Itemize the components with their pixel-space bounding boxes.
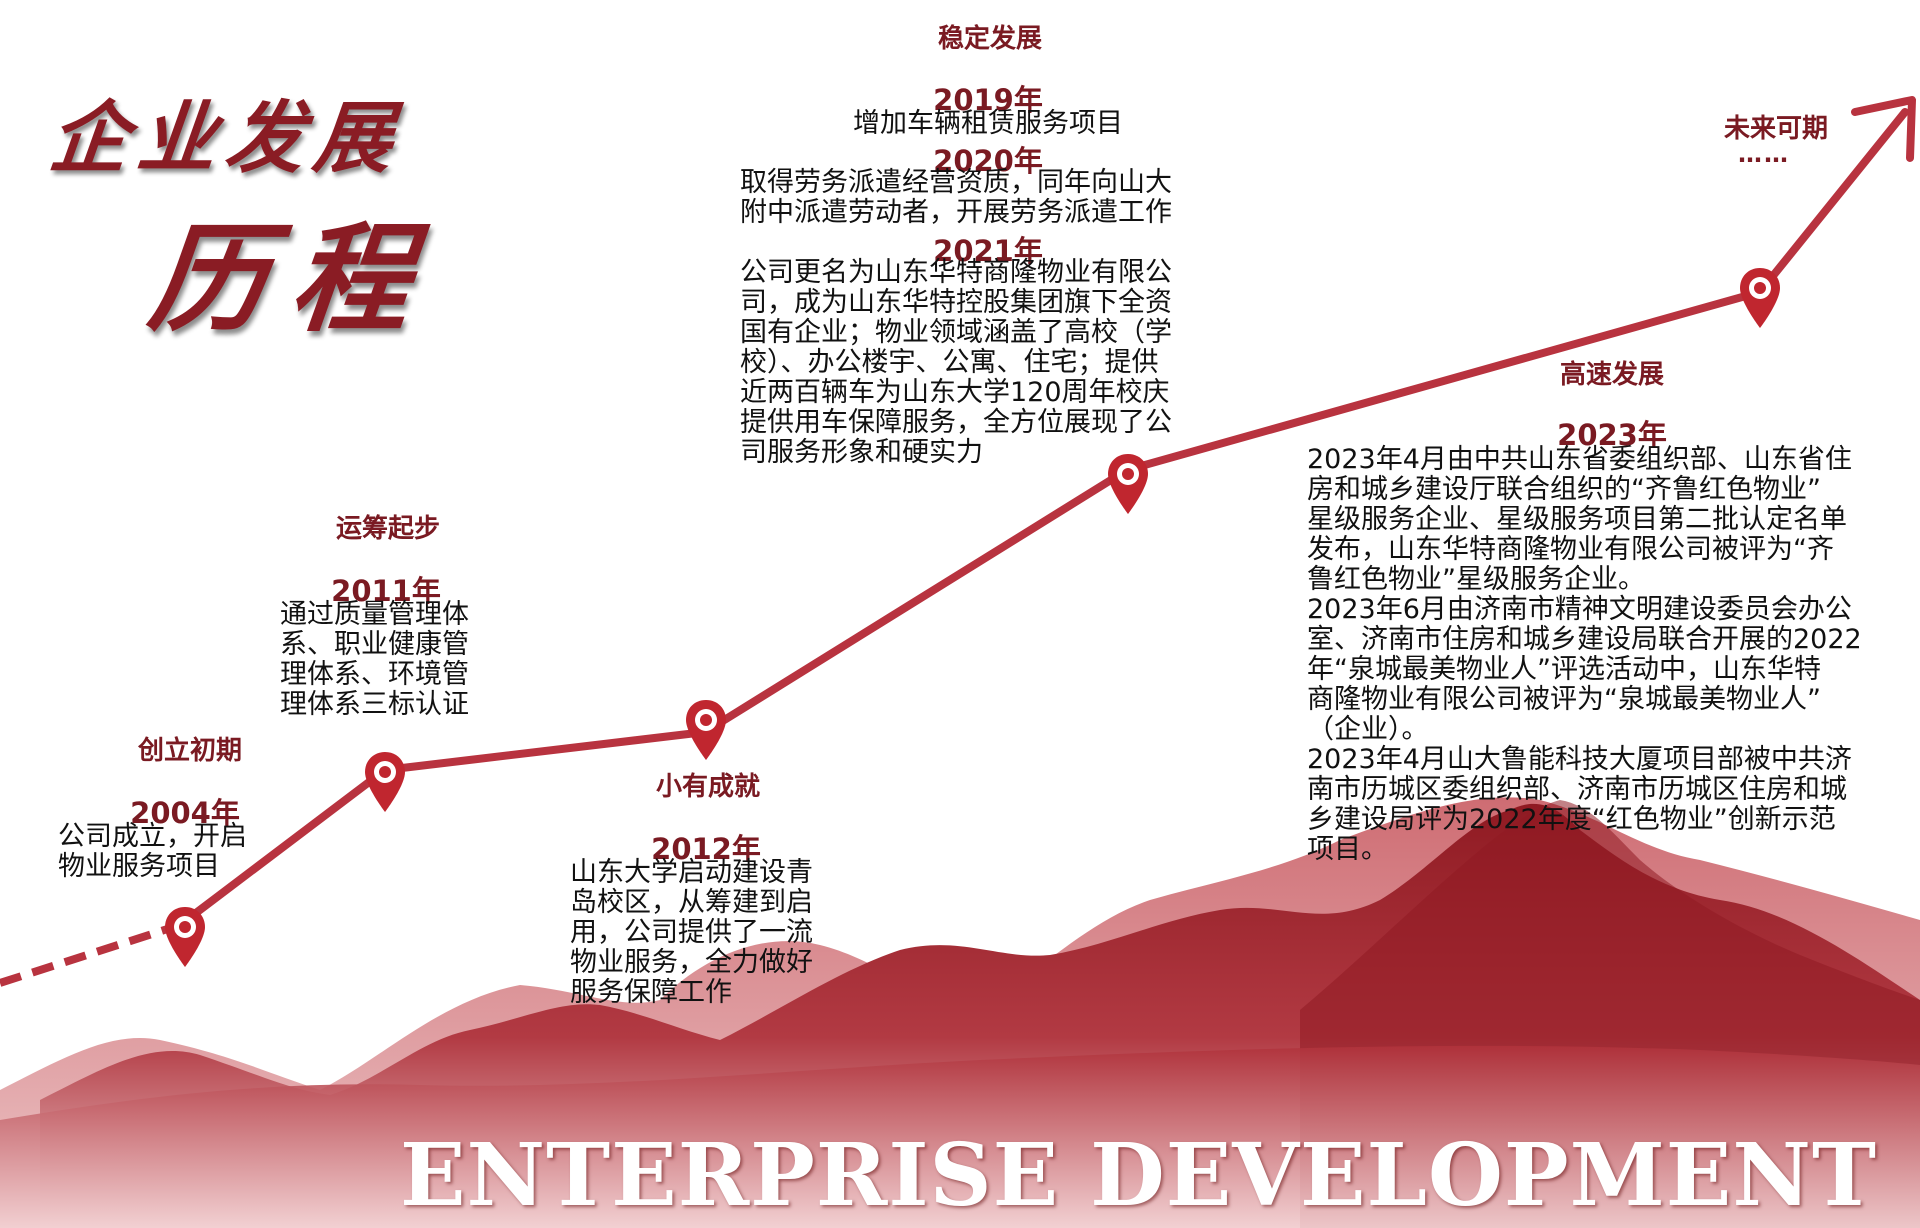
arrow-head-icon (1851, 96, 1916, 162)
location-pin-icon (1740, 268, 1780, 328)
location-pin-icon (1108, 454, 1148, 514)
year-2019: 2019年 (933, 83, 1043, 117)
year-2020: 2020年 (933, 144, 1043, 178)
stage-label-founding: 创立初期 (137, 736, 242, 766)
year-2012: 2012年 (651, 832, 761, 866)
stage-label-future: 未来可期 (1723, 114, 1828, 144)
location-pin-icon (686, 700, 726, 760)
location-pin-icon (165, 907, 205, 967)
year-2023: 2023年 (1557, 418, 1667, 452)
stage-label-achievement: 小有成就 (655, 772, 760, 802)
page-title: 企业发展 (45, 93, 407, 184)
milestone-2021-text: 公司更名为山东华特商隆物业有限公 司，成为山东华特控股集团旗下全资 国有企业；物… (740, 257, 1172, 468)
year-2004: 2004年 (130, 796, 240, 830)
future-ellipsis: …… (1738, 140, 1790, 168)
location-pin-icon (365, 752, 405, 812)
year-2011: 2011年 (331, 574, 441, 608)
stage-label-rapid: 高速发展 (1559, 360, 1664, 390)
milestone-2020-text: 取得劳务派遣经营资质，同年向山大 附中派遣劳动者，开展劳务派遣工作 (740, 167, 1172, 228)
milestone-2023-text: 2023年4月由中共山东省委组织部、山东省住 房和城乡建设厅联合组织的“齐鲁红色… (1307, 444, 1862, 865)
banner-text: ENTERPRISE DEVELOPMENT (400, 1125, 1877, 1226)
mountain-base (0, 1045, 1920, 1228)
page-subtitle: 历程 (142, 209, 442, 348)
milestone-2012-text: 山东大学启动建设青 岛校区，从筹建到启 用，公司提供了一流 物业服务，全力做好 … (570, 857, 813, 1008)
timeline-line (176, 108, 1909, 929)
milestone-2004-text: 公司成立，开启 物业服务项目 (58, 821, 247, 882)
timeline-dashed-start (0, 921, 182, 987)
milestone-2019-text: 增加车辆租赁服务项目 (853, 108, 1123, 139)
stage-label-stable: 稳定发展 (937, 24, 1042, 54)
milestone-2011-text: 通过质量管理体 系、职业健康管 理体系、环境管 理体系三标认证 (280, 599, 469, 720)
year-2021: 2021年 (933, 234, 1043, 268)
stage-label-planning: 运筹起步 (335, 514, 440, 544)
